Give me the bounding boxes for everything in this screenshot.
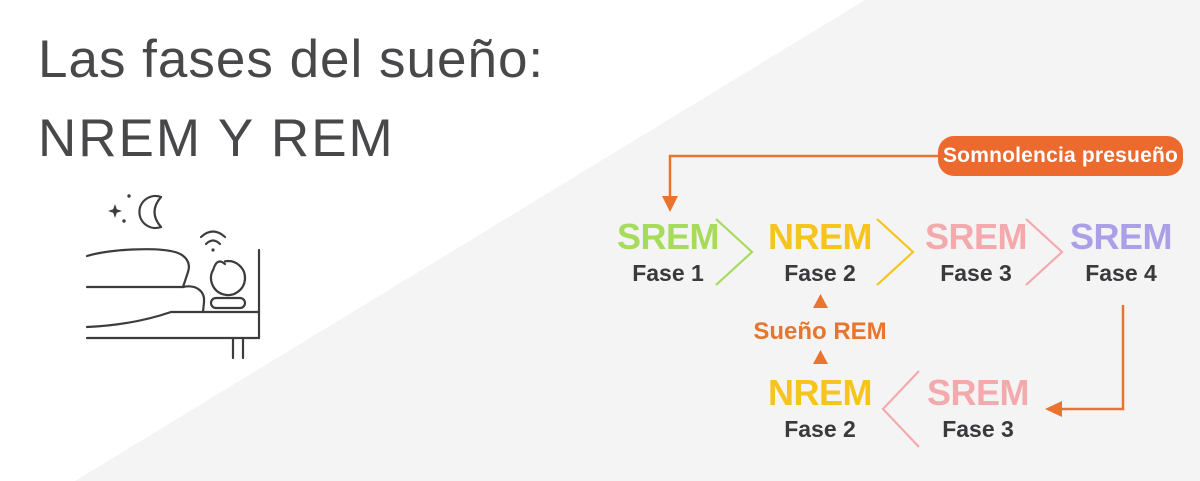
badge-to-fase1-arrow: [662, 154, 940, 212]
phase-name: NREM: [768, 216, 873, 257]
phase-name: SREM: [1069, 216, 1173, 257]
phase-name: NREM: [768, 372, 873, 413]
phase-fase: Fase 2: [784, 416, 856, 442]
phase-top-3: SREM Fase 3: [901, 216, 1051, 286]
phase-fase: Fase 4: [1085, 260, 1157, 286]
phase-fase: Fase 3: [940, 260, 1012, 286]
star-icon: [108, 204, 122, 218]
sleeping-bed-illustration: [85, 194, 261, 360]
bed-and-person: [85, 248, 261, 360]
star-dot: [127, 194, 131, 198]
phase-top-2: NREM Fase 2: [745, 216, 895, 286]
phase-top-4: SREM Fase 4: [1046, 216, 1196, 286]
title-line-2: NREM Y REM: [38, 108, 395, 168]
rem-sleep-label: Sueño REM: [753, 318, 887, 345]
arrow-up-icon: [813, 350, 828, 364]
phase-fase: Fase 3: [942, 416, 1014, 442]
page-title: Las fases del sueño: NREM Y REM: [38, 30, 544, 170]
fase4-to-fase3-arrow: [1045, 305, 1125, 417]
phase-bottom-2: SREM Fase 3: [903, 372, 1053, 442]
arrow-down-icon: [662, 196, 678, 212]
phase-fase: Fase 2: [784, 260, 856, 286]
phase-top-1: SREM Fase 1: [593, 216, 743, 286]
phase-name: SREM: [926, 372, 1030, 413]
signal-waves-icon: [199, 230, 227, 252]
presleep-somnolence-badge: Somnolencia presueño: [938, 136, 1183, 176]
phase-name: SREM: [924, 216, 1028, 257]
title-line-1: Las fases del sueño:: [38, 30, 545, 89]
phase-bottom-1: NREM Fase 2: [745, 372, 895, 442]
moon-icon: [108, 194, 163, 230]
star-dot: [122, 219, 126, 223]
phase-fase: Fase 1: [632, 260, 704, 286]
alarm-clock-icon: [199, 230, 247, 310]
phase-name: SREM: [616, 216, 720, 257]
arrow-up-icon: [813, 294, 828, 308]
